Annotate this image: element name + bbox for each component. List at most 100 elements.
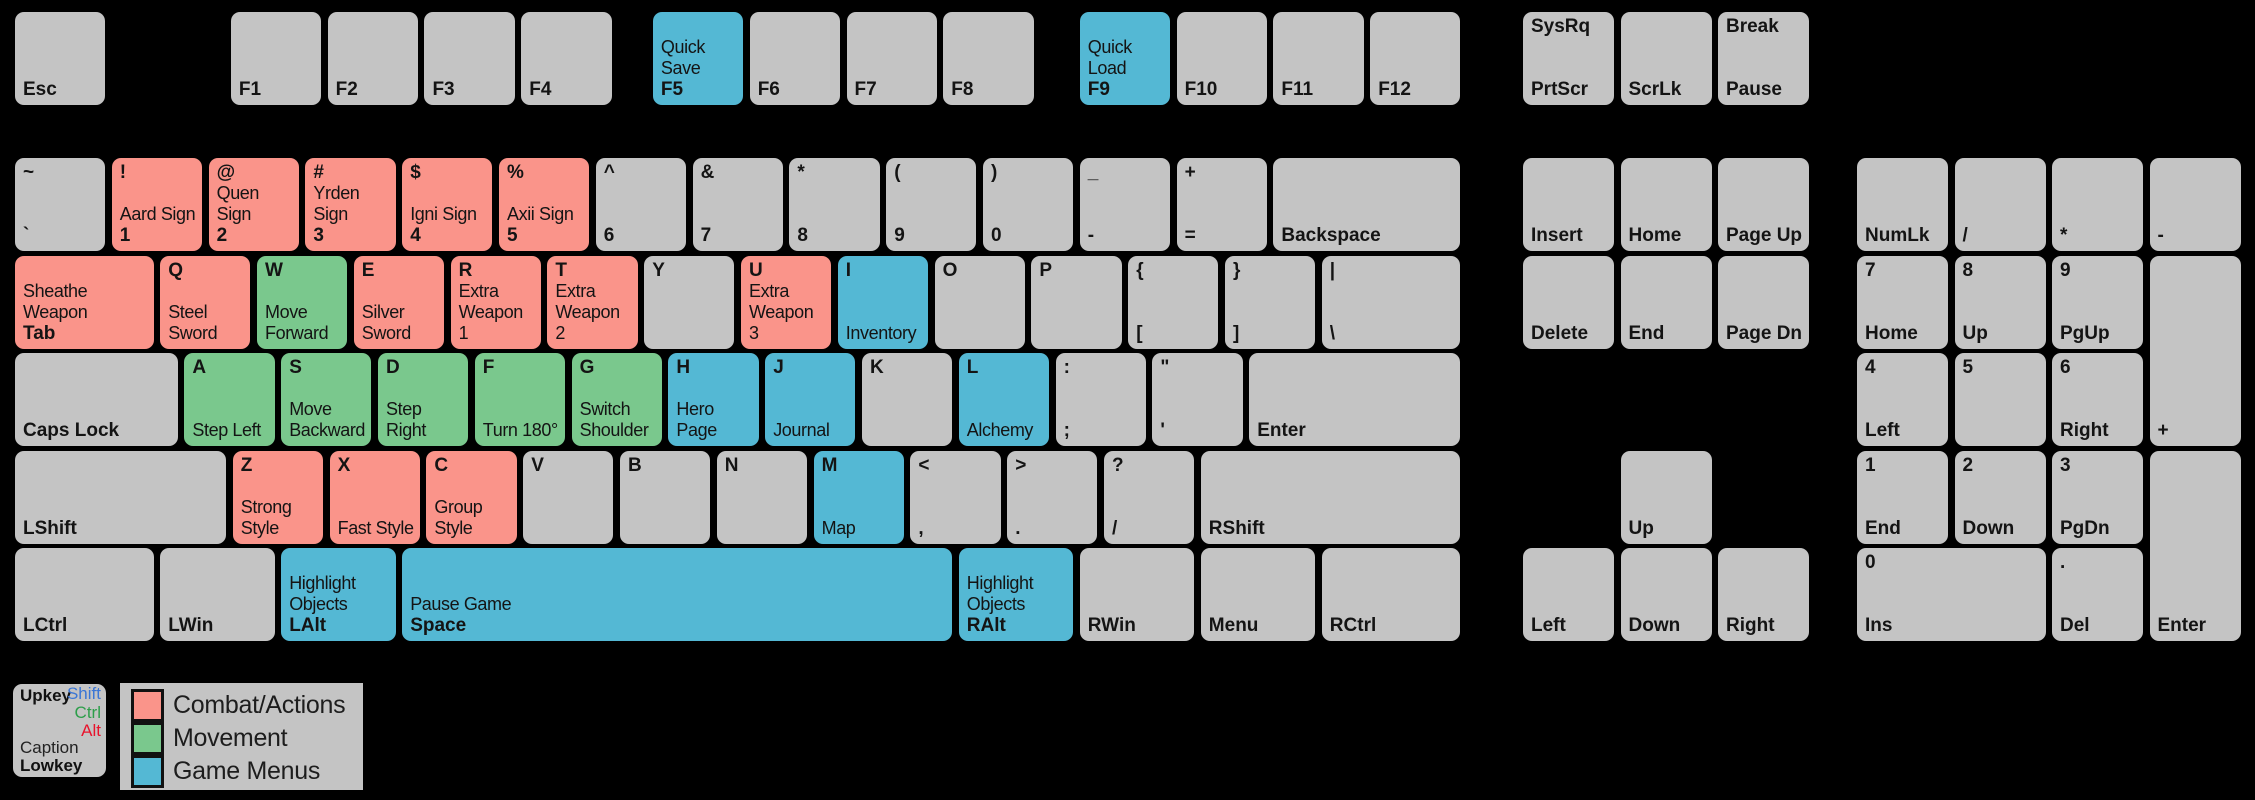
key-label: Backspace — [1281, 225, 1381, 246]
key-shift-label: Break — [1726, 16, 1779, 37]
key-caption: Steel Sword — [168, 301, 218, 343]
key-label: 1 — [119, 225, 131, 246]
key-label: 2 — [216, 225, 228, 246]
key-label: LAlt — [289, 615, 327, 636]
key-f12: F12 — [1370, 12, 1461, 105]
key-f3: F3 — [424, 12, 515, 105]
key-end: End — [1620, 255, 1712, 349]
key-caption: Fast Style — [337, 517, 414, 538]
key-quote: "' — [1152, 353, 1243, 446]
key-shift-label: ( — [894, 162, 901, 183]
key-label: F11 — [1281, 79, 1314, 100]
key-shift-label: _ — [1087, 162, 1099, 183]
key-label: - — [2157, 225, 2164, 246]
key-label: Esc — [23, 79, 57, 100]
key-lctrl: LCtrl — [15, 548, 154, 641]
key-caption: Journal — [773, 420, 830, 440]
key-shift-label: U — [749, 259, 763, 281]
key-6: ^6 — [595, 158, 687, 251]
key-numpad-enter: Enter — [2149, 450, 2241, 641]
key-label: Enter — [1257, 420, 1306, 441]
key-home: Home — [1620, 158, 1712, 251]
key-shift-label: ~ — [23, 162, 35, 183]
key-c: C Group Style — [426, 450, 517, 544]
key-shift-label: R — [458, 259, 473, 281]
key-shift-label: & — [700, 162, 715, 183]
key-shift-label: # — [313, 162, 324, 183]
key-caption: Step Right — [386, 399, 427, 440]
key-shift-label: 8 — [1962, 259, 1974, 281]
key-page-dn: Page Dn — [1718, 255, 1809, 349]
key-numpad-minus: - — [2149, 158, 2241, 251]
key-label: Enter — [2157, 615, 2207, 636]
key-shift-label: + — [1184, 162, 1196, 183]
key-minus: _- — [1079, 158, 1171, 251]
key-shift-label: ! — [119, 162, 127, 183]
key-label: Down — [1628, 615, 1681, 636]
key-caption: Step Left — [192, 420, 261, 440]
key-period: >. — [1007, 450, 1098, 544]
key-shift-label: X — [337, 454, 351, 476]
key-numpad-plus: + — [2149, 255, 2241, 446]
key-page-up: Page Up — [1718, 158, 1809, 251]
key-caption: Igni Sign — [410, 204, 477, 224]
key-caption: Extra Weapon 1 — [458, 280, 524, 343]
key-label: Insert — [1531, 225, 1583, 246]
key-label: Delete — [1531, 322, 1589, 344]
key-scrlk: ScrLk — [1620, 12, 1712, 105]
key-label: Right — [1726, 615, 1775, 636]
key-shift-label: { — [1136, 259, 1144, 281]
key-shift-label: D — [386, 357, 400, 378]
key-label: F2 — [335, 79, 358, 100]
key-menu: Menu — [1200, 548, 1316, 641]
key-label: F7 — [854, 79, 877, 100]
key-numpad-period: .Del — [2052, 548, 2143, 641]
key-semicolon: :; — [1055, 353, 1146, 446]
key-o: O — [934, 255, 1025, 349]
key-arrow-left: Left — [1523, 548, 1614, 641]
key-label: F6 — [757, 79, 780, 100]
key-shift-label: } — [1233, 259, 1241, 281]
key-shift-label: 1 — [1865, 454, 1876, 476]
key-shift-label: 5 — [1962, 357, 1974, 378]
key-caption: Move Backward — [289, 399, 366, 440]
key-7: &7 — [692, 158, 783, 251]
key-shift-label: C — [434, 454, 449, 476]
key-esc: Esc — [15, 12, 106, 105]
key-caption: Group Style — [434, 496, 483, 538]
key-shift-label: N — [724, 454, 739, 476]
key-label: Left — [1865, 420, 1900, 441]
key-p: P — [1031, 255, 1122, 349]
key-insert: Insert — [1523, 158, 1614, 251]
key-shift-label: V — [531, 454, 544, 476]
key-numpad-5: 5 — [1954, 353, 2046, 446]
key-lwin: LWin — [160, 548, 275, 641]
key-shift-label: * — [797, 162, 805, 183]
key-label: F9 — [1087, 79, 1110, 100]
key-d: D Step Right — [378, 353, 469, 446]
key-shift-label: 4 — [1865, 357, 1876, 378]
key-caption: Highlight Objects — [289, 573, 356, 614]
key-shift-label: @ — [216, 162, 236, 183]
key-label: ] — [1233, 322, 1240, 344]
key-label: 0 — [991, 225, 1002, 246]
legend-alt-label: Alt — [81, 721, 101, 740]
key-label: ` — [23, 225, 30, 246]
